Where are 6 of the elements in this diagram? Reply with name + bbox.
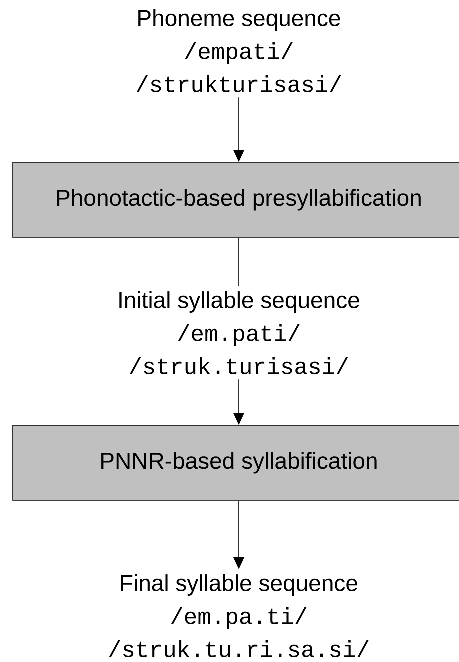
sequence-label: Initial syllable sequence /em.pati/ /struk.turisasi/ xyxy=(120,292,360,374)
sequence-label: Phoneme sequence /empati/ /strukturisasi/ xyxy=(136,10,342,92)
process-box: PNNR-based syllabification xyxy=(12,425,459,501)
connector-line xyxy=(238,238,240,287)
sequence-label: Final syllable sequence /em.pa.ti/ /struk.tu.ri.sa.si/ xyxy=(109,574,369,658)
process-box: Phonotactic-based presyllabification xyxy=(12,162,459,238)
